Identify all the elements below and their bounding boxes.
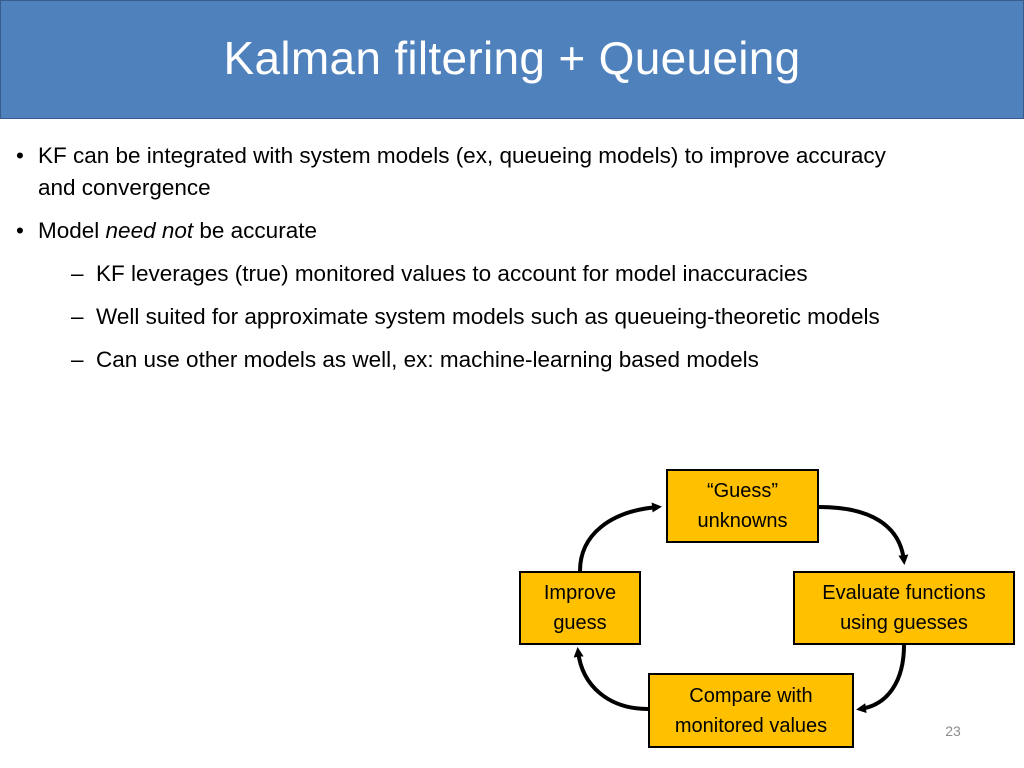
arrow-guess-to-evaluate	[818, 505, 909, 565]
sub-bullet-marker: –	[71, 347, 84, 372]
compare-values-box: Compare with monitored values	[648, 673, 854, 748]
arrow-improve-to-guess	[578, 502, 662, 572]
sub-bullet: – KF leverages (true) monitored values t…	[16, 258, 1016, 290]
bullet-text-suffix: be accurate	[193, 218, 317, 243]
sub-bullet: – Can use other models as well, ex: mach…	[16, 344, 1016, 376]
bullet-marker: •	[16, 143, 24, 168]
arrow-compare-to-improve	[573, 647, 649, 711]
bullet-text-emphasis: need not	[105, 218, 194, 243]
bullet-marker: •	[16, 218, 24, 243]
sub-bullet-text: Well suited for approximate system model…	[96, 304, 880, 329]
slide-title: Kalman filtering + Queueing	[223, 31, 801, 84]
sub-bullet: – Well suited for approximate system mod…	[16, 301, 1016, 333]
cycle-arrows	[573, 502, 909, 714]
iteration-cycle-diagram: “Guess” unknowns Evaluate functions usin…	[500, 455, 1024, 755]
bullet-kf-integration: • KF can be integrated with system model…	[16, 140, 1016, 204]
bullet-text-line2: and convergence	[38, 175, 211, 200]
slide-body: • KF can be integrated with system model…	[16, 140, 1016, 387]
sub-bullet-marker: –	[71, 304, 84, 329]
page-number: 23	[945, 723, 961, 739]
guess-unknowns-box: “Guess” unknowns	[666, 469, 819, 543]
evaluate-functions-box: Evaluate functions using guesses	[793, 571, 1015, 645]
improve-guess-box: Improve guess	[519, 571, 641, 645]
bullet-text-prefix: Model	[38, 218, 106, 243]
title-bar: Kalman filtering + Queueing	[0, 0, 1024, 119]
sub-bullet-marker: –	[71, 261, 84, 286]
arrow-evaluate-to-compare	[856, 644, 906, 714]
sub-bullet-text: Can use other models as well, ex: machin…	[96, 347, 759, 372]
bullet-model-accuracy: • Model need not be accurate	[16, 215, 1016, 247]
bullet-text-line1: KF can be integrated with system models …	[38, 143, 886, 168]
sub-bullet-text: KF leverages (true) monitored values to …	[96, 261, 808, 286]
